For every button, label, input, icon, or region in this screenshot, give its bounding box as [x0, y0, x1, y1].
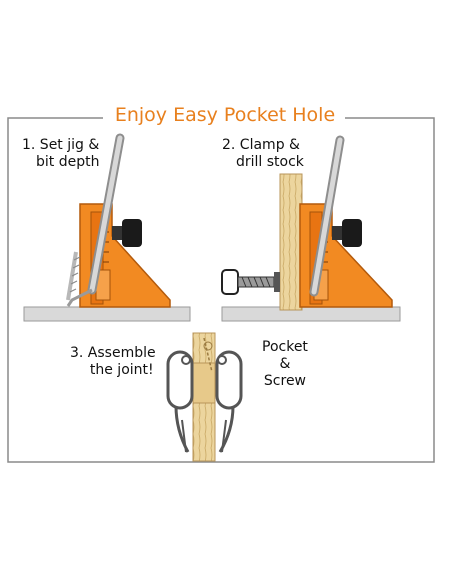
step-2-line-2: drill stock [236, 154, 304, 170]
step-2-line-1: 2. Clamp & [222, 137, 300, 153]
jig-2 [221, 135, 401, 322]
joint-assembly [166, 332, 243, 462]
drill-bit [66, 133, 125, 307]
step-3-label: 3. Assemble the joint! [70, 345, 156, 379]
diagram-title: Enjoy Easy Pocket Hole [0, 104, 450, 126]
step-1-line-1: 1. Set jig & [22, 137, 100, 153]
step-2-label: 2. Clamp & drill stock [222, 137, 304, 171]
clamp-screw [221, 269, 280, 295]
step-3-line-2: the joint! [89, 362, 154, 378]
screw-line: Screw [263, 373, 307, 389]
step-1-label: 1. Set jig & bit depth [22, 137, 99, 171]
pocket-line: Pocket [262, 339, 308, 355]
ampersand-line: & [279, 356, 291, 372]
pocket-screw-label: Pocket & Screw [262, 339, 308, 390]
step-1-line-2: bit depth [36, 154, 100, 170]
frame [7, 117, 435, 463]
step-3-line-1: 3. Assemble [70, 345, 156, 361]
